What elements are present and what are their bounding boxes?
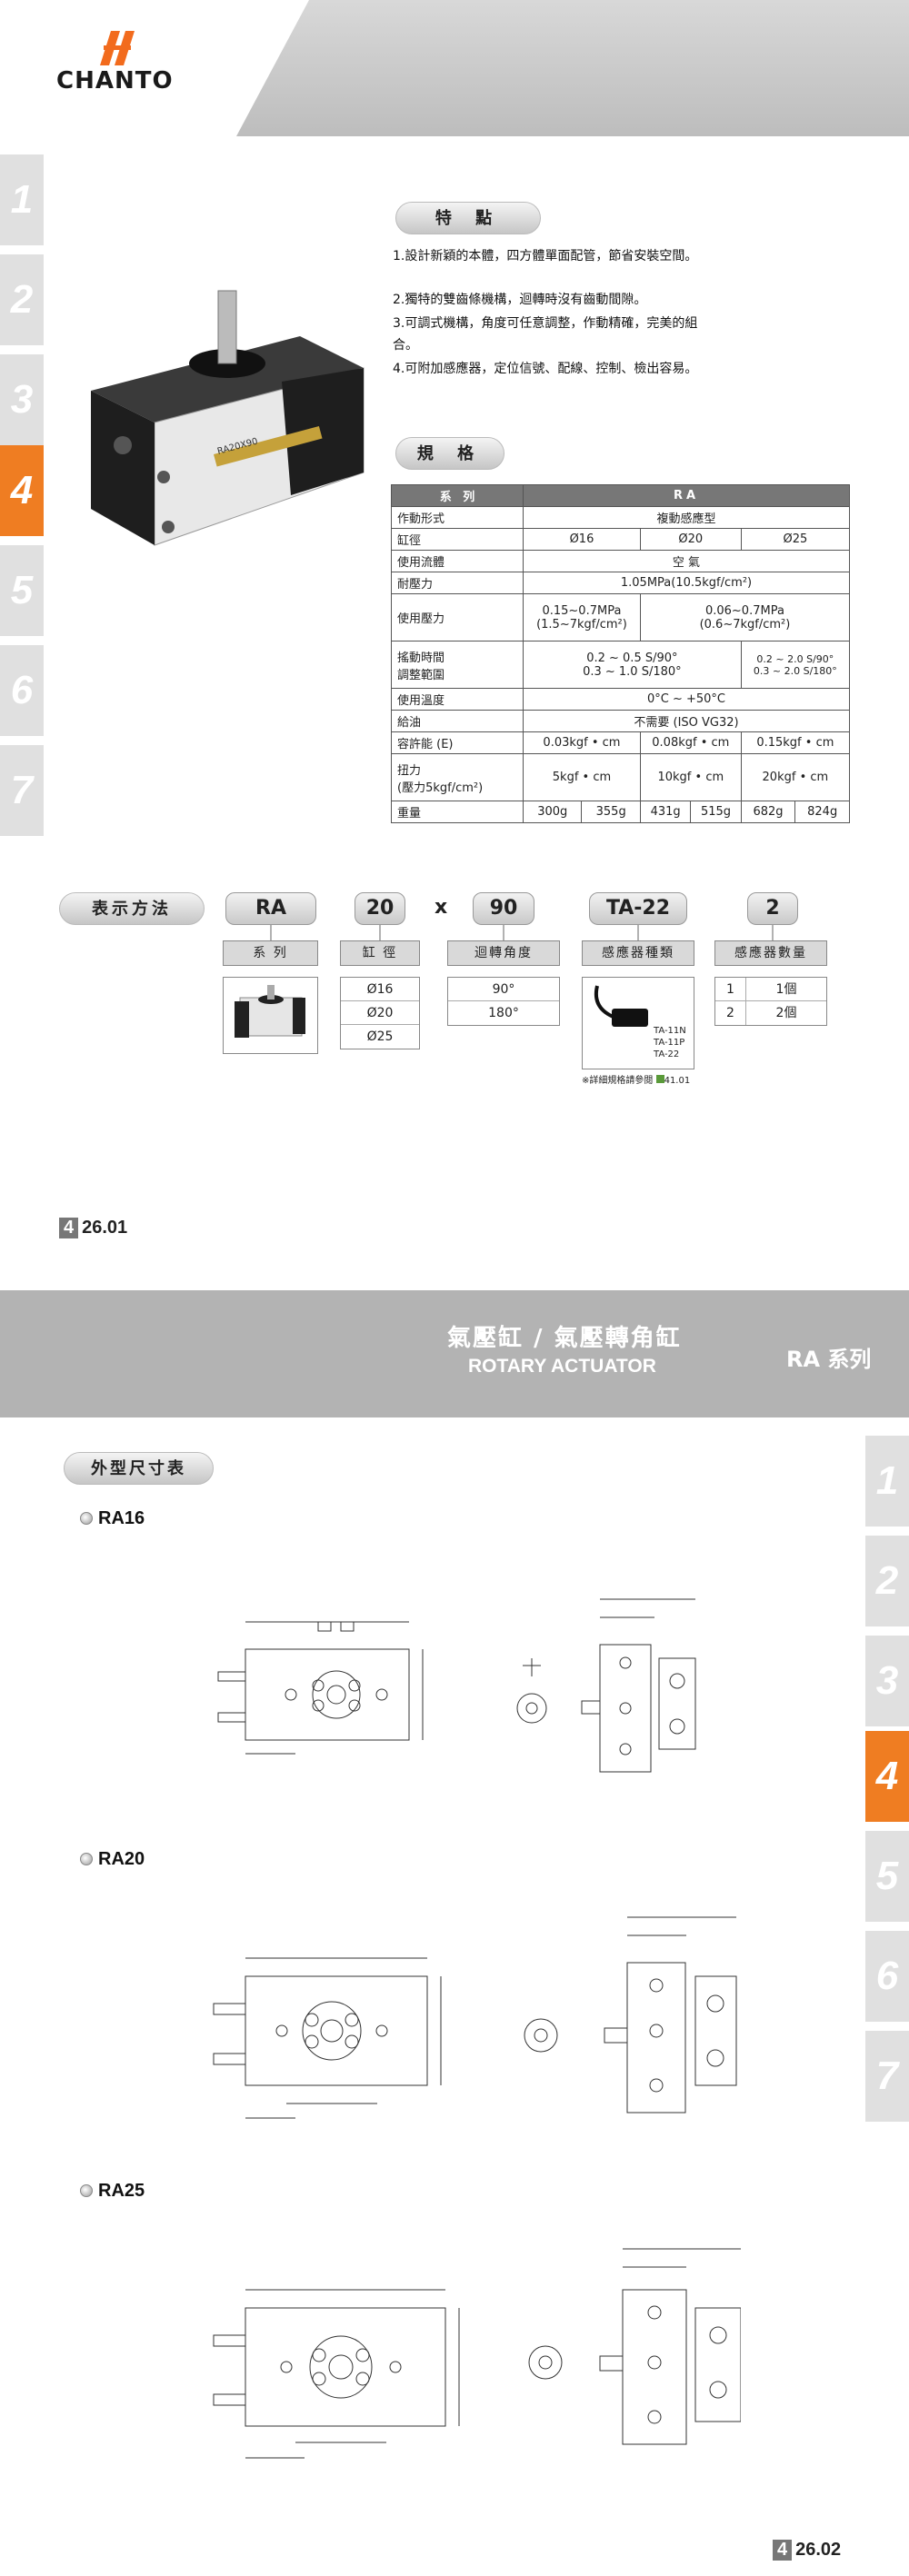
side-tab-6[interactable]: 6	[865, 1931, 909, 2022]
series-thumbnail	[223, 977, 318, 1054]
side-tab-5[interactable]: 5	[0, 545, 44, 636]
feature-4: 4.可附加感應器，定位信號、配線、控制、檢出容易。	[393, 362, 698, 376]
angle-options: 90° 180°	[447, 977, 560, 1026]
ra25-heading: RA25	[80, 2181, 145, 2202]
label-angle: 迴轉角度	[447, 940, 560, 966]
features-heading: 特 點	[395, 202, 541, 234]
code-count: 2	[747, 892, 798, 925]
angle-option: 180°	[488, 1006, 519, 1020]
side-tab-3[interactable]: 3	[865, 1636, 909, 1726]
side-tab-3[interactable]: 3	[0, 354, 44, 445]
bore-options: Ø16 Ø20 Ø25	[340, 977, 420, 1049]
side-tab-4[interactable]: 4	[0, 445, 44, 536]
sensor-option: TA-11P	[654, 1038, 685, 1048]
dims-heading: 外型尺寸表	[64, 1452, 214, 1485]
sensor-option: TA-22	[654, 1049, 680, 1059]
sensor-options: TA-11N TA-11P TA-22	[582, 977, 694, 1069]
angle-option: 90°	[448, 978, 559, 1001]
band-title-cn: 氣壓缸 / 氣壓轉角缸	[447, 1325, 682, 1352]
ra20-drawing	[213, 1916, 737, 2119]
ordering-connectors	[270, 925, 774, 941]
ra25-drawing	[213, 2248, 741, 2459]
bullet-icon	[80, 1853, 93, 1865]
side-tab-1[interactable]: 1	[865, 1436, 909, 1527]
ra16-drawing	[217, 1598, 696, 1773]
band-series: RA 系列	[786, 1347, 872, 1372]
band-title-en: ROTARY ACTUATOR	[468, 1356, 656, 1377]
ordering-heading: 表示方法	[59, 892, 205, 925]
feature-1: 1.設計新穎的本體，四方體單面配管，節省安裝空間。	[393, 249, 698, 264]
side-tab-6[interactable]: 6	[0, 645, 44, 736]
feature-3: 3.可調式機構，角度可任意調整，作動精確，完美的組合。	[393, 316, 698, 353]
product-image: RA20X90	[91, 290, 365, 546]
sensor-option: TA-11N	[654, 1026, 686, 1036]
ra16-heading: RA16	[80, 1508, 145, 1529]
code-sensor: TA-22	[589, 892, 687, 925]
label-series: 系 列	[223, 940, 318, 966]
sensor-note: ※詳細規格請參閱 41.01	[582, 1075, 691, 1086]
side-tab-7[interactable]: 7	[865, 2031, 909, 2122]
side-tab-2[interactable]: 2	[0, 254, 44, 345]
note-page-icon	[655, 1075, 664, 1083]
chanto-logo-icon	[100, 31, 135, 65]
side-tab-4[interactable]: 4	[865, 1731, 909, 1822]
label-count: 感應器數量	[714, 940, 827, 966]
bullet-icon	[80, 2184, 93, 2197]
side-tab-5[interactable]: 5	[865, 1831, 909, 1922]
series-thumbnail-icon	[235, 985, 305, 1038]
label-bore: 缸 徑	[340, 940, 420, 966]
side-tab-1[interactable]: 1	[0, 154, 44, 245]
bore-option: Ø25	[366, 1029, 394, 1044]
section-band	[0, 1290, 909, 1417]
bullet-icon	[80, 1512, 93, 1525]
bore-option: Ø20	[341, 1001, 419, 1025]
code-angle: 90	[473, 892, 534, 925]
label-sensor: 感應器種類	[582, 940, 694, 966]
code-bore: 20	[355, 892, 405, 925]
feature-2: 2.獨特的雙齒條機構，迴轉時沒有齒動間隙。	[393, 293, 647, 307]
side-tab-2[interactable]: 2	[865, 1536, 909, 1626]
bore-option: Ø16	[341, 978, 419, 1001]
code-series: RA	[225, 892, 316, 925]
sensor-icon	[594, 985, 648, 1027]
side-tab-7[interactable]: 7	[0, 745, 44, 836]
brand-name: CHANTO	[56, 67, 174, 94]
ra20-heading: RA20	[80, 1849, 145, 1870]
code-x: x	[435, 896, 448, 919]
spec-heading: 規 格	[395, 437, 504, 470]
